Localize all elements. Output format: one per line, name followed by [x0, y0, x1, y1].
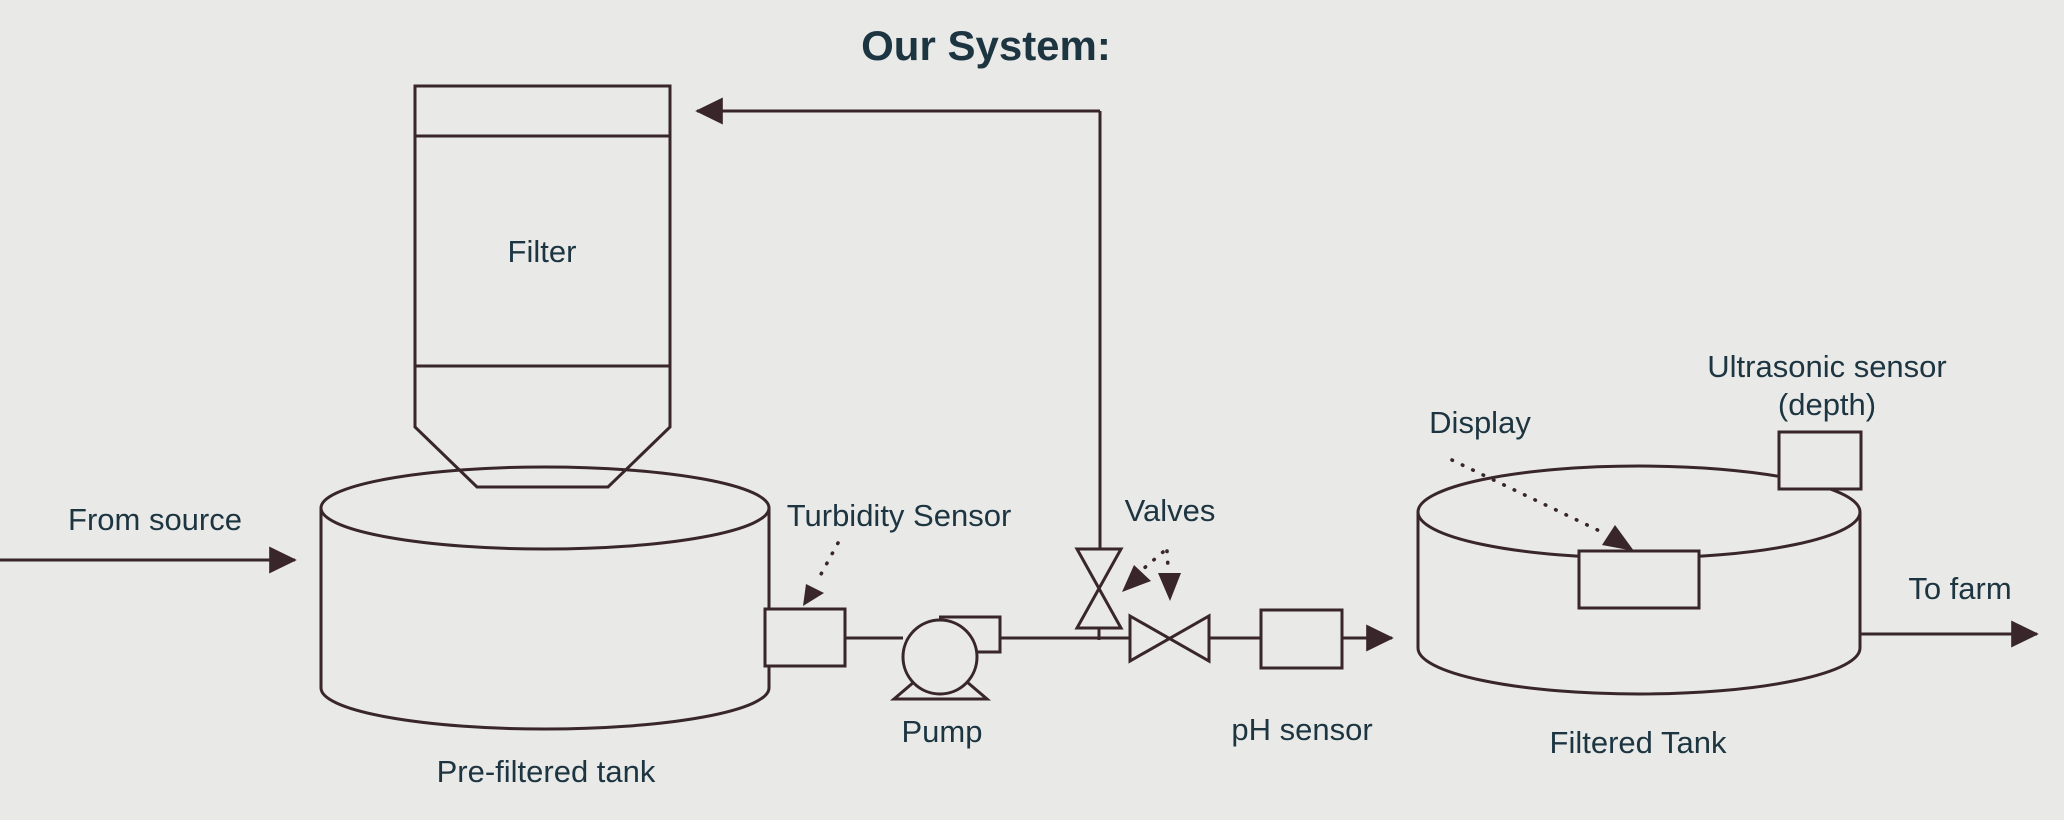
ph-sensor-label: pH sensor: [1231, 712, 1373, 747]
recirculation-pipe-arrow: [695, 97, 1102, 549]
pump-shape: [889, 615, 1002, 701]
turbidity-annotation-arrow: [803, 541, 840, 606]
to-farm-label: To farm: [1908, 571, 2012, 606]
from-source-label: From source: [68, 502, 242, 537]
valves-annotation-arrow-down: [1158, 549, 1181, 601]
valves-label: Valves: [1124, 493, 1216, 528]
ultrasonic-sensor-label: Ultrasonic sensor (depth): [1707, 348, 1946, 424]
ph-sensor-box: [1259, 608, 1344, 670]
filtered-tank-label: Filtered Tank: [1549, 725, 1727, 760]
pump-label: Pump: [901, 714, 983, 749]
filter-label: Filter: [507, 234, 577, 269]
ultrasonic-sensor-box: [1777, 430, 1863, 491]
page-title: Our System:: [861, 22, 1111, 69]
display-box: [1577, 549, 1701, 610]
valves-annotation-arrow-left: [1122, 550, 1165, 592]
recirculation-valve-shape: [1074, 547, 1124, 640]
display-annotation-arrow: [1450, 458, 1634, 551]
ultrasonic-sensor-label-line2: (depth): [1777, 387, 1877, 422]
pre-filtered-tank-shape: [319, 465, 771, 731]
display-label: Display: [1429, 405, 1531, 440]
turbidity-sensor-box: [763, 607, 847, 668]
filter-vessel-shape: [413, 84, 672, 489]
ultrasonic-sensor-label-line1: Ultrasonic sensor: [1707, 349, 1947, 384]
turbidity-sensor-label: Turbidity Sensor: [786, 498, 1012, 533]
main-valve-shape: [1128, 613, 1211, 664]
pre-filtered-tank-label: Pre-filtered tank: [436, 754, 656, 789]
